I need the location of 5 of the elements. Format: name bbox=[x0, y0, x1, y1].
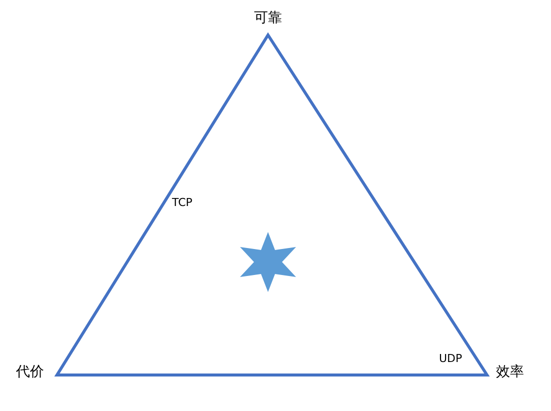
vertex-label: 可靠 bbox=[254, 11, 282, 25]
protocol-label: UDP bbox=[439, 352, 462, 364]
vertex-label: 效率 bbox=[496, 365, 524, 379]
vertex-label: 代价 bbox=[16, 365, 44, 379]
protocol-label: TCP bbox=[172, 196, 192, 208]
